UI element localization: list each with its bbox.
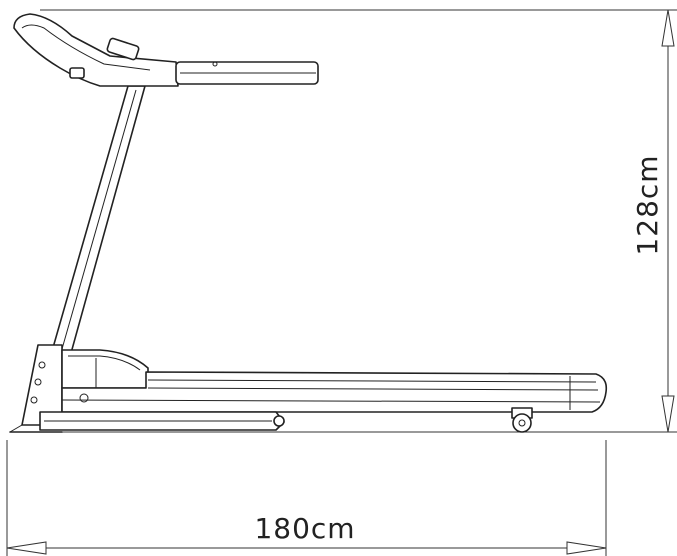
console-handlebar (13, 13, 319, 87)
length-arrow-left (6, 541, 47, 555)
rear-wheel (512, 413, 532, 433)
treadmill-outline (9, 13, 608, 433)
height-label: 128cm (631, 154, 664, 255)
height-arrow-top (661, 9, 675, 47)
height-arrow-bottom (661, 395, 675, 433)
base-frame (39, 407, 533, 433)
length-label: 180cm (254, 512, 355, 545)
motor-hood (61, 349, 149, 389)
dimension-lines (6, 9, 677, 556)
upright-post (9, 85, 146, 433)
running-deck (61, 371, 608, 413)
dimension-arrows (6, 9, 675, 555)
length-arrow-right (566, 541, 607, 555)
